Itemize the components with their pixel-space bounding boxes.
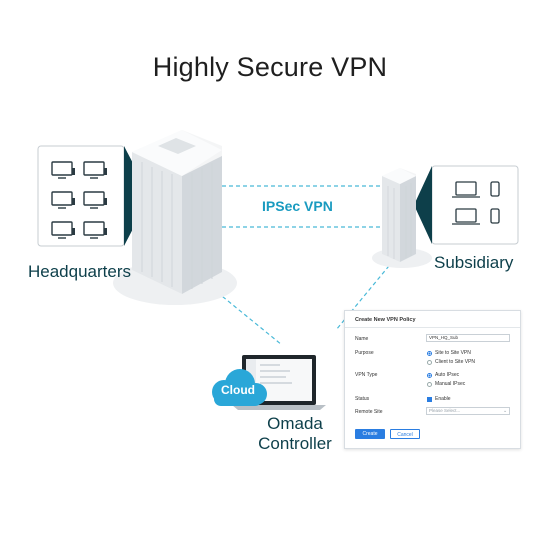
smartphone-icon (490, 208, 500, 224)
omada-label-line2: Controller (258, 434, 332, 453)
subsidiary-label: Subsidiary (434, 253, 514, 272)
status-option: Enable (435, 396, 451, 402)
purpose-option-2: Client to Site VPN (435, 359, 476, 365)
vpn-type-option-2: Manual IPsec (435, 381, 466, 387)
remote-site-select[interactable]: Please Select... (426, 407, 510, 415)
omada-label-line1: Omada (267, 414, 323, 433)
headquarters-building (113, 130, 237, 305)
name-input[interactable]: VPN_HQ_Sub (426, 334, 510, 342)
chevron-down-icon: ⌄ (503, 408, 508, 414)
vpn-type-auto-radio[interactable] (427, 373, 432, 378)
page-title: Highly Secure VPN (152, 52, 388, 82)
purpose-client-to-site-radio[interactable] (427, 360, 432, 365)
name-label: Name (355, 336, 369, 342)
cloud-label: Cloud (221, 383, 255, 397)
ipsec-vpn-label: IPSec VPN (262, 198, 333, 214)
omada-controller-label: Omada Controller (240, 414, 350, 454)
status-label: Status (355, 396, 370, 402)
cancel-button[interactable]: Cancel (390, 429, 420, 439)
remote-site-label: Remote Site (355, 409, 383, 415)
purpose-option-1: Site to Site VPN (435, 350, 471, 356)
laptop-icon (452, 181, 480, 198)
panel-divider (345, 327, 520, 328)
smartphone-icon (490, 181, 500, 197)
subsidiary-building (372, 168, 432, 268)
vpn-policy-panel: Create New VPN Policy Name VPN_HQ_Sub Pu… (344, 310, 521, 449)
vpn-type-option-1: Auto IPsec (435, 372, 460, 378)
headquarters-label: Headquarters (28, 262, 132, 281)
panel-heading: Create New VPN Policy (355, 317, 416, 323)
vpn-type-manual-radio[interactable] (427, 382, 432, 387)
vpn-type-label: VPN Type (355, 372, 378, 378)
subsidiary-device-card (414, 165, 519, 245)
create-button[interactable]: Create (355, 429, 385, 439)
vpn-links (189, 185, 399, 346)
status-enable-checkbox[interactable] (427, 397, 432, 402)
laptop-icon (452, 208, 480, 225)
purpose-label: Purpose (355, 350, 374, 356)
cloud-icon (212, 369, 267, 406)
purpose-site-to-site-radio[interactable] (427, 351, 432, 356)
